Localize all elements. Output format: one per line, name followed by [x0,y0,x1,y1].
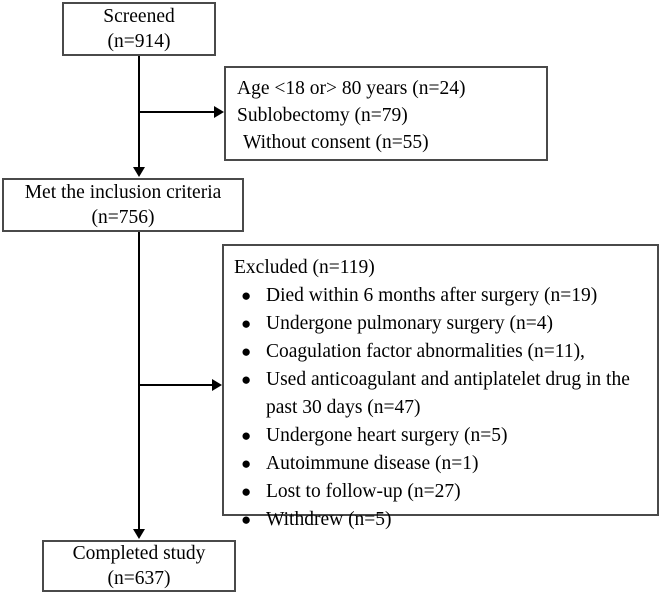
bullet-icon: ● [241,342,252,361]
arrowhead-to-pre-exclusions [214,106,224,118]
bullet-icon: ● [241,314,252,333]
list-item: ● Lost to follow-up (n=27) [234,478,657,506]
bullet-icon: ● [241,426,252,445]
bullet-icon: ● [241,454,252,473]
list-item-label: Lost to follow-up (n=27) [266,481,461,502]
list-item-label: Undergone heart surgery (n=5) [266,425,508,446]
node-met-inclusion-criteria: Met the inclusion criteria (n=756) [2,178,244,232]
node-screened-count: (n=914) [107,31,171,52]
list-item: ● Coagulation factor abnormalities (n=11… [234,338,657,366]
bullet-icon: ● [241,482,252,501]
pre-exclusion-reason-consent: Without consent (n=55) [243,132,429,153]
node-completed-study: Completed study (n=637) [42,540,236,592]
arrowhead-to-completed [133,529,145,539]
node-included-count: (n=756) [91,207,155,228]
bullet-icon: ● [241,510,252,529]
node-screened-label: Screened [103,6,175,27]
arrowhead-to-excluded [212,379,222,391]
list-item-label: Used anticoagulant and antiplatelet drug… [266,369,630,418]
list-item: ● Used anticoagulant and antiplatelet dr… [234,366,657,422]
list-item: ● Autoimmune disease (n=1) [234,450,657,478]
list-item-label: Autoimmune disease (n=1) [266,453,479,474]
connector-to-pre-exclusions [138,111,216,113]
bullet-icon: ● [241,370,252,389]
node-pre-inclusion-exclusions: Age <18 or> 80 years (n=24) Sublobectomy… [224,66,548,161]
excluded-title: Excluded (n=119) [234,257,375,278]
arrowhead-to-included [133,167,145,177]
list-item-label: Died within 6 months after surgery (n=19… [266,285,598,306]
connector-to-excluded [138,384,214,386]
list-item-label: Undergone pulmonary surgery (n=4) [266,313,554,334]
pre-exclusion-reason-sublobectomy: Sublobectomy (n=79) [237,105,408,126]
excluded-reason-list: ● Died within 6 months after surgery (n=… [234,282,657,534]
list-item: ● Died within 6 months after surgery (n=… [234,282,657,310]
node-completed-count: (n=637) [107,568,171,589]
bullet-icon: ● [241,286,252,305]
node-screened: Screened (n=914) [62,2,216,56]
list-item-label: Withdrew (n=5) [266,509,392,530]
pre-exclusion-reason-age: Age <18 or> 80 years (n=24) [237,78,466,99]
connector-included-to-completed [138,232,140,530]
list-item-label: Coagulation factor abnormalities (n=11), [266,341,585,362]
node-excluded: Excluded (n=119) ● Died within 6 months … [222,244,659,530]
node-completed-label: Completed study [72,543,206,564]
list-item: ● Undergone pulmonary surgery (n=4) [234,310,657,338]
list-item: ● Withdrew (n=5) [234,506,657,534]
list-item: ● Undergone heart surgery (n=5) [234,422,657,450]
node-included-label: Met the inclusion criteria [24,182,222,203]
